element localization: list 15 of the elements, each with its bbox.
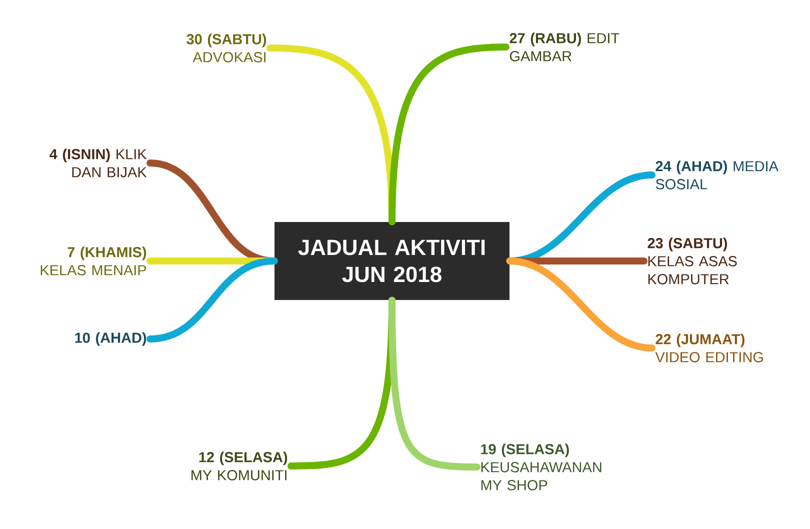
activity-label: 23 (SABTU) KELAS ASAS KOMPUTER: [648, 238, 737, 284]
branch-curve: [388, 44, 510, 226]
activity-label: 19 (SELASA) KEUSAHAWANAN MY SHOP: [481, 444, 602, 490]
title-box: JADUAL AKTIVITI JUN 2018: [274, 222, 510, 300]
branch-curve: [506, 258, 656, 352]
branch-curve: [388, 296, 480, 470]
activity-label: 10 (AHAD): [75, 332, 146, 346]
branch-curve: [146, 258, 278, 342]
activity-label: 30 (SABTU) ADVOKASI: [186, 34, 266, 62]
activity-label: 12 (SELASA) MY KOMUNITI: [192, 452, 288, 480]
activity-label: 27 (RABU) EDIT GAMBAR: [510, 32, 620, 62]
activity-label: 24 (AHAD) MEDIA SOSIAL: [656, 160, 778, 190]
activity-label: 4 (ISNIN) KLIK DAN BIJAK: [50, 148, 147, 178]
activity-label: 7 (KHAMIS) KELAS MENAIP: [40, 246, 146, 276]
activity-label: 22 (JUMAAT) VIDEO EDITING: [655, 334, 763, 362]
